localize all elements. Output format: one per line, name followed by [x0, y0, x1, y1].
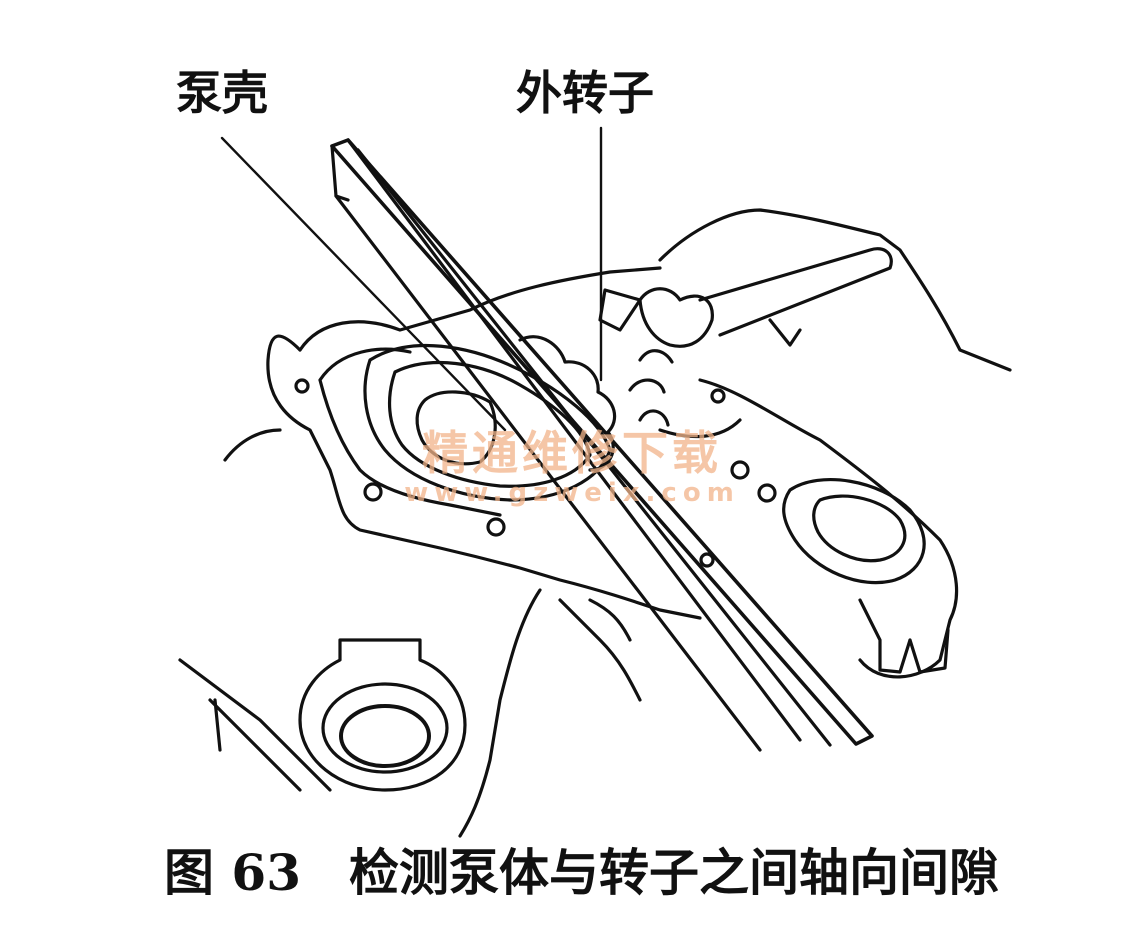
pump-housing-flange [318, 347, 502, 517]
label-pump-housing: 泵壳 [176, 66, 268, 120]
leader-line-pump-housing [220, 136, 507, 432]
hand-outline [658, 208, 1012, 372]
feeler-gauge [698, 247, 893, 347]
feeler-gauge-tip [598, 288, 642, 332]
inner-rotor-shaft [415, 390, 497, 466]
lower-casting-web [558, 598, 642, 702]
straightedge-end [330, 144, 350, 202]
right-bore-outer [782, 478, 926, 585]
figure-caption-text: 检测泵体与转子之间轴向间隙 [349, 844, 999, 902]
bolt-hole-7 [699, 552, 715, 568]
label-outer-rotor: 外转子 [516, 66, 654, 120]
left-hand-edge [223, 428, 282, 462]
figure-number: 图 63 [164, 843, 301, 902]
straightedge [330, 138, 874, 746]
straightedge-edge-1 [334, 194, 762, 752]
bolt-hole-2 [363, 482, 383, 502]
seal-bore-housing [298, 638, 467, 792]
pump-housing-top-edge [298, 266, 662, 352]
pump-housing-outline [266, 334, 702, 620]
bolt-hole-4 [710, 388, 726, 404]
rotor-recess-inner [388, 361, 592, 488]
hand-fingers [628, 287, 742, 439]
bolt-hole-1 [294, 378, 310, 394]
right-boss-outline [698, 378, 959, 679]
bolt-hole-5 [730, 460, 750, 480]
seal-bore-outer [321, 682, 449, 774]
bolt-hole-6 [757, 483, 777, 503]
outer-rotor-lobes [518, 335, 617, 472]
right-bore-inner [812, 494, 907, 563]
straightedge-edge-2 [346, 138, 802, 742]
right-foot [858, 598, 950, 674]
lower-casting-edge [458, 588, 542, 838]
straightedge-edge-3 [356, 148, 832, 747]
rotor-recess-outer [363, 343, 612, 502]
seal-bore-inner [339, 704, 431, 768]
left-lower-edge [178, 658, 332, 792]
bolt-hole-3 [486, 517, 506, 537]
